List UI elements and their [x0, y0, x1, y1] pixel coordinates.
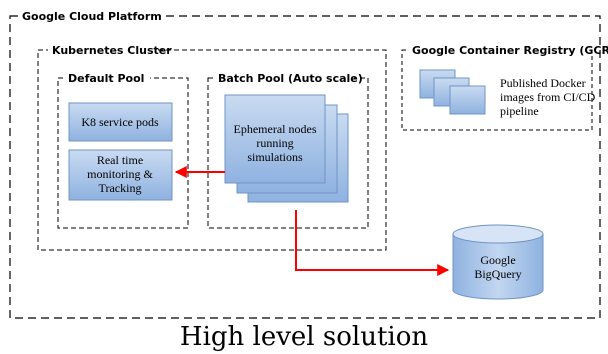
- bigquery-cylinder: [452, 224, 544, 300]
- monitoring-label-line-1: Real time: [97, 153, 143, 167]
- gcp-container: [9, 15, 601, 319]
- gcr-description-line-2: images from CI/CD: [500, 90, 596, 104]
- ephemeral-nodes-line-1: Ephemeral nodes: [234, 122, 317, 136]
- batch-pool-title: Batch Pool (Auto scale): [218, 72, 363, 85]
- k8-service-pods-label: K8 service pods: [81, 115, 159, 129]
- gcp-title: Google Cloud Platform: [22, 10, 162, 23]
- gcr-description-line-1: Published Docker: [500, 76, 586, 90]
- gcr-title: Google Container Registry (GCR): [412, 44, 608, 57]
- ephemeral-nodes-stack: [224, 94, 349, 203]
- bigquery-label-line-2: BigQuery: [474, 267, 521, 281]
- kubernetes-cluster-container: [37, 49, 387, 251]
- arrow-to-bigquery: [295, 210, 450, 276]
- gcr-description-line-3: pipeline: [500, 104, 539, 118]
- diagram-caption: High level solution: [180, 322, 428, 352]
- ephemeral-nodes-line-3: simulations: [247, 150, 303, 164]
- bigquery-label-line-1: Google: [480, 253, 515, 267]
- kubernetes-cluster-title: Kubernetes Cluster: [52, 44, 172, 57]
- monitoring-label-line-2: monitoring &: [87, 167, 153, 181]
- monitoring-box: [68, 149, 173, 201]
- monitoring-label-line-3: Tracking: [99, 181, 142, 195]
- ephemeral-nodes-line-2: running: [256, 136, 293, 150]
- default-pool-title: Default Pool: [68, 72, 144, 85]
- k8-service-pods-box: [68, 102, 173, 142]
- docker-images-stack: [419, 69, 486, 115]
